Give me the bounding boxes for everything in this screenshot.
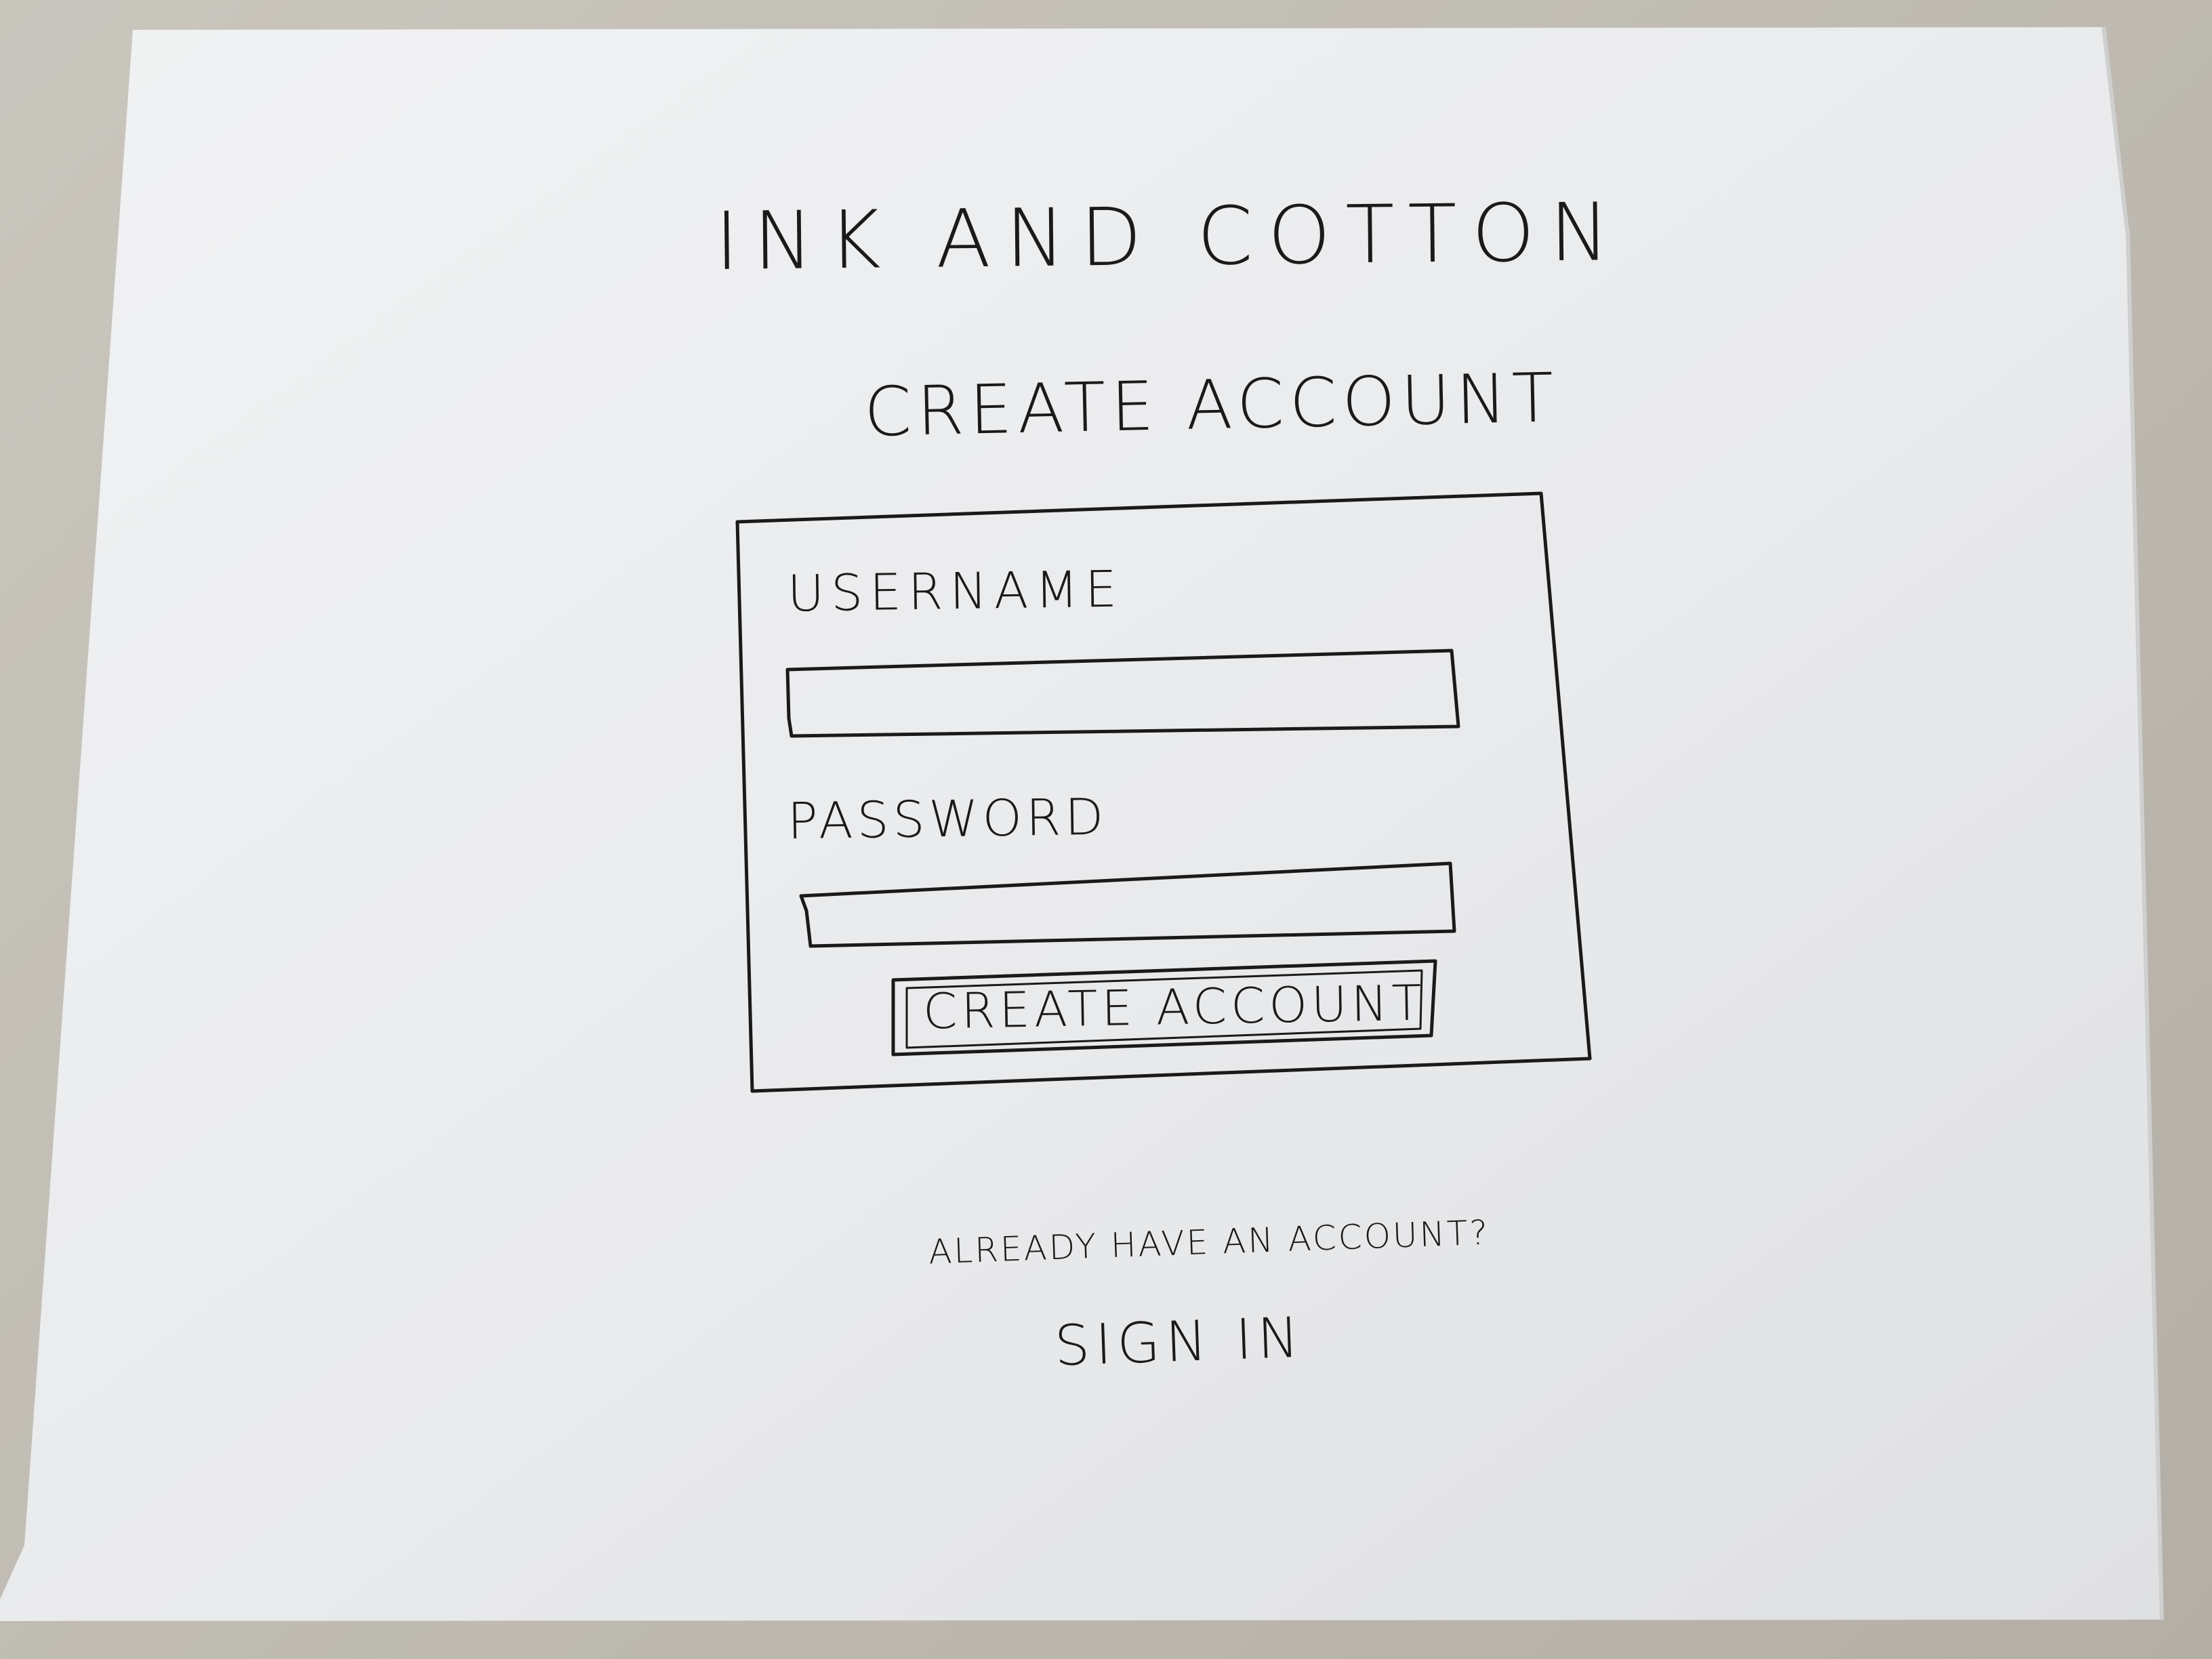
password-label: PASSWORD (787, 787, 1108, 851)
create-account-button-label: CREATE ACCOUNT (922, 974, 1427, 1040)
create-account-button-outline (891, 959, 1437, 1057)
username-label: USERNAME (787, 560, 1124, 623)
paper-background (0, 27, 2162, 1621)
paper-edge-shadow (2102, 26, 2164, 1620)
username-input[interactable] (787, 651, 1458, 726)
create-account-button-inner-outline (905, 969, 1423, 1049)
password-input[interactable] (804, 862, 1454, 937)
brand-title: INK AND COTTON (714, 184, 1625, 289)
sign-in-link[interactable]: SIGN IN (1053, 1305, 1306, 1379)
form-card-outline (735, 491, 1592, 1093)
page-title: CREATE ACCOUNT (863, 358, 1560, 452)
